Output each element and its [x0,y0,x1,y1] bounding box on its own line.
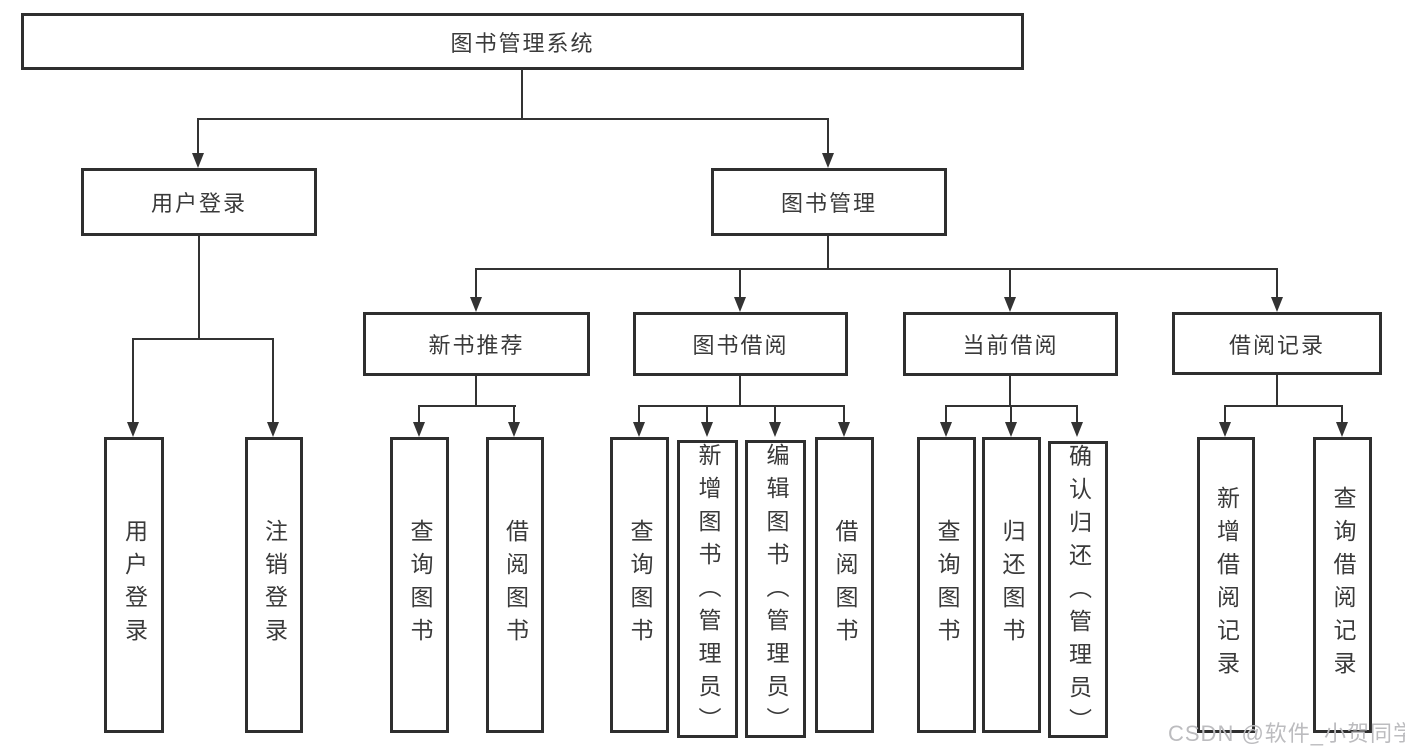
connector-vline [1224,405,1226,422]
connector-vline [1276,375,1278,405]
connector-vline [1010,405,1012,422]
connector-vline [475,376,477,405]
connector-vline [521,69,523,118]
node-borrow-record-label: 借阅记录 [1228,332,1325,358]
leaf-cb-confirm-return-admin: 确认归还（管理员） [1048,441,1108,741]
arrow-down-icon [1271,297,1283,312]
leaf-user-login-label: 用户登录 [121,519,148,651]
node-new-book-recommend: 新书推荐 [363,312,590,376]
node-borrow-record: 借阅记录 [1172,312,1382,375]
connector-vline [843,405,845,422]
connector-hline [1225,405,1343,407]
leaf-br-add-record: 新增借阅记录 [1197,437,1255,733]
connector-hline [419,405,516,407]
connector-vline [827,118,829,154]
node-book-management-label: 图书管理 [780,191,877,216]
arrow-down-icon [734,297,746,312]
connector-vline [198,236,200,338]
connector-vline [513,405,515,422]
connector-vline [1076,405,1078,422]
leaf-cb-confirm-return-admin-label: 确认归还（管理员） [1065,444,1092,741]
arrow-down-icon [1004,297,1016,312]
leaf-cb-return-book-label: 归还图书 [999,519,1025,651]
leaf-user-login: 用户登录 [104,437,164,733]
connector-vline [132,338,134,422]
leaf-cb-query-book: 查询图书 [917,437,976,733]
node-user-login-label: 用户登录 [150,191,247,216]
arrow-down-icon [822,153,834,168]
leaf-bb-query-book: 查询图书 [610,437,669,733]
leaf-logout-label: 注销登录 [261,519,288,651]
arrow-down-icon [192,153,204,168]
arrow-down-icon [127,422,139,437]
connector-hline [946,405,1078,407]
arrow-down-icon [701,422,713,437]
arrow-down-icon [633,422,645,437]
connector-vline [475,268,477,297]
connector-vline [1009,376,1011,405]
connector-vline [418,405,420,422]
connector-hline [198,118,829,120]
connector-vline [739,268,741,297]
watermark: CSDN @软件_小贺同学 [1168,721,1405,746]
connector-hline [133,338,274,340]
arrow-down-icon [508,422,520,437]
connector-vline [827,236,829,268]
connector-vline [1276,268,1278,297]
arrow-down-icon [940,422,952,437]
arrow-down-icon [838,422,850,437]
connector-hline [476,268,1277,270]
arrow-down-icon [1219,422,1231,437]
connector-vline [197,118,199,154]
connector-vline [1009,268,1011,297]
leaf-cb-query-book-label: 查询图书 [934,519,960,651]
leaf-cb-return-book: 归还图书 [982,437,1041,733]
leaf-bb-edit-book-admin: 编辑图书（管理员） [745,440,806,740]
leaf-nb-query-book-label: 查询图书 [407,519,433,651]
node-current-borrow-label: 当前借阅 [962,333,1059,358]
connector-vline [638,405,640,422]
leaf-nb-borrow-book-label: 借阅图书 [502,519,529,651]
arrow-down-icon [1005,422,1017,437]
connector-vline [945,405,947,422]
arrow-down-icon [267,422,279,437]
node-book-management: 图书管理 [711,168,947,236]
leaf-br-add-record-label: 新增借阅记录 [1213,486,1240,684]
leaf-bb-add-book-admin-label: 新增图书（管理员） [695,443,721,740]
connector-vline [706,405,708,422]
leaf-bb-borrow-book: 借阅图书 [815,437,874,733]
leaf-bb-edit-book-admin-label: 编辑图书（管理员） [763,443,789,740]
leaf-nb-borrow-book: 借阅图书 [486,437,544,733]
node-root: 图书管理系统 [21,13,1024,70]
connector-hline [639,405,845,407]
connector-vline [272,338,274,422]
leaf-br-query-record-label: 查询借阅记录 [1330,486,1356,684]
node-current-borrow: 当前借阅 [903,312,1118,376]
leaf-logout: 注销登录 [245,437,303,733]
connector-vline [739,376,741,405]
connector-vline [1341,405,1343,422]
arrow-down-icon [1336,422,1348,437]
leaf-nb-query-book: 查询图书 [390,437,449,733]
arrow-down-icon [1071,422,1083,437]
leaf-bb-add-book-admin: 新增图书（管理员） [677,440,738,740]
leaf-br-query-record: 查询借阅记录 [1313,437,1372,733]
arrow-down-icon [769,422,781,437]
leaf-bb-borrow-book-label: 借阅图书 [832,519,858,651]
node-new-book-recommend-label: 新书推荐 [428,333,525,358]
node-user-login: 用户登录 [81,168,317,236]
connector-vline [774,405,776,422]
node-book-borrow-label: 图书借阅 [692,333,789,358]
arrow-down-icon [470,297,482,312]
node-book-borrow: 图书借阅 [633,312,848,376]
leaf-bb-query-book-label: 查询图书 [627,519,653,651]
arrow-down-icon [413,422,425,437]
node-root-label: 图书管理系统 [450,30,595,56]
